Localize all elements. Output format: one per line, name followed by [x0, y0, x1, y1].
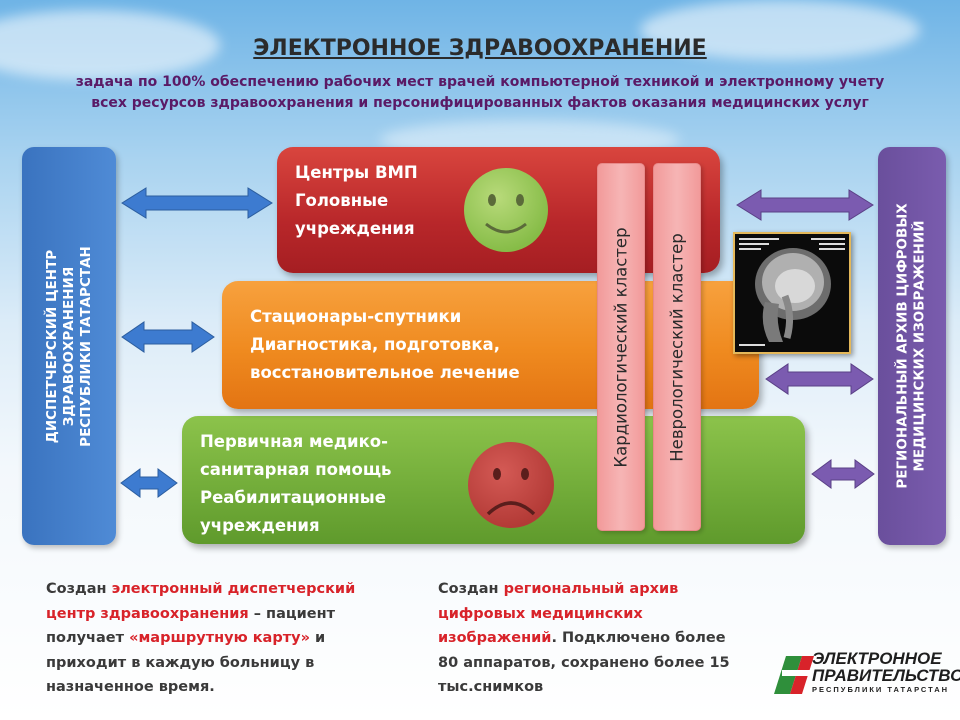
cardio-cluster-label: Кардиологический кластер: [611, 226, 631, 468]
image-archive-line-1: РЕГИОНАЛЬНЫЙ АРХИВ ЦИФРОВЫХ: [895, 203, 911, 489]
tier-primary-line-1: Первичная медико-: [200, 432, 388, 451]
arrow-dispatch-primary: [120, 468, 178, 498]
arrow-archive-hightech: [736, 189, 874, 221]
arrow-archive-primary: [811, 459, 875, 489]
tier-satellite-line-1: Стационары-спутники: [250, 307, 462, 326]
mri-scan-image: [733, 232, 851, 354]
logo-emblem-icon: [774, 656, 814, 694]
image-archive-box: РЕГИОНАЛЬНЫЙ АРХИВ ЦИФРОВЫХ МЕДИЦИНСКИХ …: [878, 147, 946, 545]
note-highlight-archive: региональный архив цифровых медицинских …: [438, 581, 679, 646]
dispatch-center-line-3: РЕСПУБЛИКИ ТАТАРСТАН: [77, 245, 94, 447]
image-archive-line-2: МЕДИЦИНСКИХ ИЗОБРАЖЕНИЙ: [912, 220, 928, 472]
subtitle-line-1: задача по 100% обеспечению рабочих мест …: [75, 74, 885, 90]
dispatch-center-line-1: ДИСПЕТЧЕРСКИЙ ЦЕНТР: [43, 249, 60, 443]
tier-hightech-line-1: Центры ВМП: [295, 163, 418, 182]
tier-primary-line-3: Реабилитационные: [200, 488, 386, 507]
logo-line-1: ЭЛЕКТРОННОЕ: [812, 649, 942, 668]
dispatch-center-box: ДИСПЕТЧЕРСКИЙ ЦЕНТР ЗДРАВООХРАНЕНИЯ РЕСП…: [22, 147, 116, 545]
note-highlight-route-card: «маршрутную карту»: [129, 630, 310, 646]
tier-satellite-line-2: Диагностика, подготовка,: [250, 335, 500, 354]
neuro-cluster-label: Неврологический кластер: [667, 232, 687, 462]
cardio-cluster-bar: Кардиологический кластер: [597, 163, 645, 531]
note-highlight-dispatch: электронный диспетчерский центр здравоох…: [46, 581, 356, 622]
tier-primary-line-4: учреждения: [200, 516, 320, 535]
note-image-archive: Создан региональный архив цифровых медиц…: [438, 581, 730, 695]
page-title: ЭЛЕКТРОННОЕ ЗДРАВООХРАНЕНИЕ: [253, 36, 707, 61]
logo-line-3: РЕСПУБЛИКИ ТАТАРСТАН: [812, 685, 950, 694]
happy-face-icon: [464, 168, 548, 252]
arrow-dispatch-hightech: [121, 187, 273, 219]
tier-hightech-line-3: учреждения: [295, 219, 415, 238]
sad-face-icon: [468, 442, 554, 528]
page-subtitle: задача по 100% обеспечению рабочих мест …: [40, 72, 920, 114]
tier-hightech-centers: Центры ВМП Головные учреждения: [277, 147, 720, 273]
dispatch-center-line-2: ЗДРАВООХРАНЕНИЯ: [60, 266, 77, 426]
neuro-cluster-bar: Неврологический кластер: [653, 163, 701, 531]
note-dispatch-center: Создан электронный диспетчерский центр з…: [46, 581, 356, 695]
tier-satellite-line-3: восстановительное лечение: [250, 363, 520, 382]
arrow-dispatch-satellite: [121, 321, 215, 353]
tier-primary-line-2: санитарная помощь: [200, 460, 392, 479]
arrow-archive-satellite: [765, 363, 874, 395]
tier-hightech-line-2: Головные: [295, 191, 389, 210]
logo-line-2: ПРАВИТЕЛЬСТВО: [812, 666, 960, 685]
subtitle-line-2: всех ресурсов здравоохранения и персониф…: [91, 95, 869, 111]
